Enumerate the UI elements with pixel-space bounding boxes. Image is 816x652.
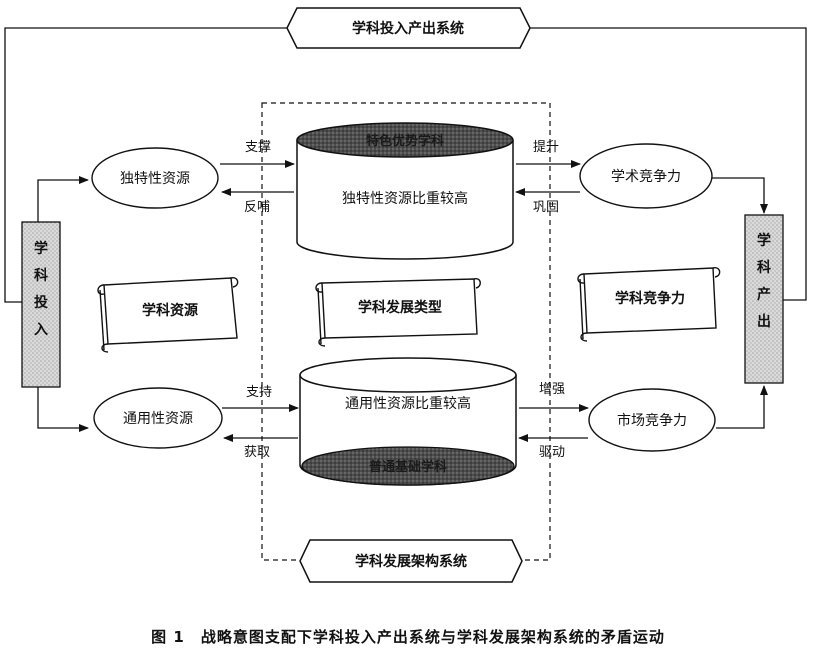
output-char-2: 科 xyxy=(757,259,771,276)
competitiveness-scroll-label: 学科竞争力 xyxy=(615,290,685,307)
discipline-resources-label: 学科资源 xyxy=(142,302,198,319)
academic-competitiveness-ellipse: 学术竞争力 xyxy=(579,143,713,209)
output-connectors xyxy=(712,177,768,429)
development-architecture-system-label: 学科发展架构系统 xyxy=(355,553,467,570)
input-char-4: 入 xyxy=(34,322,48,338)
unique-resource-label: 独特性资源 xyxy=(120,171,190,187)
support-bottom-label: 支持 xyxy=(246,385,272,400)
general-resource-label: 通用性资源 xyxy=(123,411,193,427)
right-flow-arrows xyxy=(515,160,589,442)
input-char-3: 投 xyxy=(34,295,48,311)
obtain-label: 获取 xyxy=(244,445,270,460)
architecture-boundary xyxy=(261,102,551,561)
input-char-2: 科 xyxy=(34,267,48,284)
academic-competitiveness-label: 学术竞争力 xyxy=(611,168,681,185)
competitiveness-scroll: 学科竞争力 xyxy=(577,267,721,342)
market-competitiveness-ellipse: 市场竞争力 xyxy=(588,388,716,452)
discipline-output-box: 学 科 产 出 xyxy=(744,214,784,384)
output-char-3: 产 xyxy=(757,286,771,303)
discipline-input-box: 学 科 投 入 xyxy=(21,221,61,388)
input-output-system-label: 学科投入产出系统 xyxy=(352,20,464,37)
basic-discipline-cap-label: 普通基础学科 xyxy=(369,459,447,475)
market-competitiveness-label: 市场竞争力 xyxy=(617,412,687,429)
input-output-system-box: 学科投入产出系统 xyxy=(286,7,531,49)
development-type-scroll: 学科发展类型 xyxy=(315,278,481,347)
feedback-label: 反哺 xyxy=(244,200,270,215)
basic-discipline-body-label: 通用性资源比重较高 xyxy=(345,395,471,412)
general-resource-ellipse: 通用性资源 xyxy=(93,387,223,449)
input-connectors xyxy=(37,176,89,432)
development-architecture-system-box: 学科发展架构系统 xyxy=(299,539,523,583)
output-char-1: 学 xyxy=(757,232,771,249)
unique-resource-ellipse: 独特性资源 xyxy=(91,147,219,209)
featured-discipline-cap-label: 特色优势学科 xyxy=(366,133,444,149)
featured-discipline-cylinder: 特色优势学科 独特性资源比重较高 xyxy=(296,122,514,260)
input-char-1: 学 xyxy=(34,240,48,257)
featured-discipline-body-label: 独特性资源比重较高 xyxy=(342,190,468,207)
discipline-resources-scroll: 学科资源 xyxy=(97,277,239,353)
basic-discipline-cylinder: 通用性资源比重较高 普通基础学科 xyxy=(299,357,517,486)
strengthen-label: 增强 xyxy=(539,382,565,397)
consolidate-label: 巩固 xyxy=(533,200,559,215)
drive-label: 驱动 xyxy=(539,445,565,460)
development-type-label: 学科发展类型 xyxy=(358,299,442,316)
left-flow-arrows xyxy=(220,160,299,442)
figure-caption: 图 1 战略意图支配下学科投入产出系统与学科发展架构系统的矛盾运动 xyxy=(151,628,665,646)
improve-label: 提升 xyxy=(533,139,559,155)
output-char-4: 出 xyxy=(757,313,771,330)
support-top-label: 支撑 xyxy=(245,140,271,155)
outer-loop-lines xyxy=(4,27,807,303)
